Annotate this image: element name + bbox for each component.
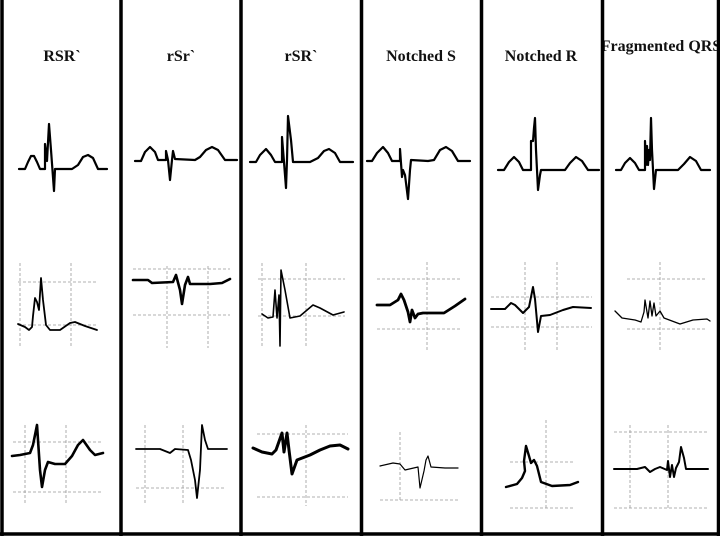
recorded-trace-notched-s-1 bbox=[375, 292, 467, 324]
recorded-trace-notched-r-2 bbox=[504, 444, 580, 489]
column-title-rsr-small: rSr` bbox=[166, 48, 196, 65]
schematic-waveforms bbox=[17, 114, 712, 201]
recorded-trace-notched-s-2 bbox=[379, 455, 459, 489]
column-title-fragmented-qrs: Fragmented QRS bbox=[600, 38, 720, 55]
recorded-trace-rsr-1 bbox=[17, 277, 98, 331]
recorded-trace-rsr-prime-1 bbox=[261, 269, 345, 347]
schematic-trace-rsr-small bbox=[133, 145, 239, 182]
schematic-trace-notched-s bbox=[365, 145, 472, 201]
recorded-trace-rsr-prime-2 bbox=[251, 431, 350, 476]
schematic-trace-rsr-prime bbox=[248, 114, 355, 190]
column-title-rsr: RSR` bbox=[43, 48, 81, 65]
schematic-trace-rsr bbox=[17, 122, 109, 193]
column-title-notched-s: Notched S bbox=[386, 48, 456, 65]
recorded-trace-fragmented-qrs-1 bbox=[614, 299, 711, 325]
recorded-trace-rsr-small-1 bbox=[131, 273, 232, 306]
recorded-trace-fragmented-qrs-2 bbox=[613, 446, 709, 478]
column-title-notched-r: Notched R bbox=[504, 48, 578, 65]
recorded-ecg-row-2 bbox=[10, 423, 709, 499]
recorded-ecg-row-1 bbox=[17, 269, 711, 347]
recorded-trace-rsr-small-2 bbox=[135, 424, 228, 499]
column-title-rsr-prime: rSR` bbox=[284, 48, 318, 65]
grid-lines bbox=[13, 262, 708, 510]
schematic-trace-notched-r bbox=[496, 116, 601, 192]
recorded-trace-notched-r-1 bbox=[490, 286, 592, 333]
schematic-trace-fragmented-qrs bbox=[614, 116, 712, 191]
recorded-trace-rsr-2 bbox=[10, 423, 105, 489]
